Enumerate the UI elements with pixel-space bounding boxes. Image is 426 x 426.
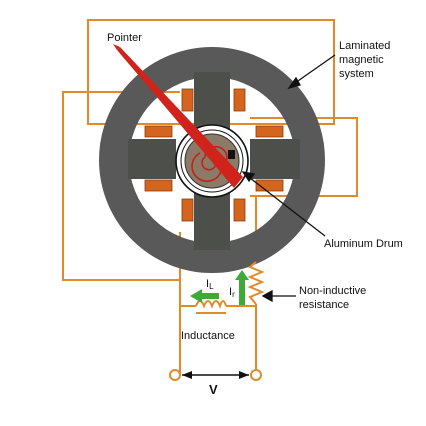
inductance-label: Inductance: [181, 330, 235, 342]
magnetic-ring: [99, 47, 325, 273]
aluminum-drum-label: Aluminum Drum: [324, 238, 403, 250]
leader-lines: [241, 54, 336, 303]
laminated-label-line1: Laminated: [339, 40, 390, 52]
current-r-label: Ir: [229, 286, 235, 299]
pole-coils: [144, 88, 284, 222]
current-arrow-r: [235, 270, 249, 305]
non-inductive-label-line2: resistance: [299, 299, 349, 311]
magnet-poles: [128, 72, 300, 250]
non-inductive-label-line1: Non-inductive: [299, 285, 366, 297]
laminated-label-line3: system: [339, 68, 374, 80]
pole-bottom: [194, 190, 230, 250]
left-circuit-wire: [62, 91, 180, 281]
laminated-label-line2: magnetic: [339, 54, 384, 66]
pointer-label: Pointer: [107, 32, 142, 44]
pole-left: [128, 139, 176, 179]
current-l-label: IL: [206, 278, 214, 291]
pole-right: [250, 139, 300, 179]
pointer-needle: [117, 47, 243, 188]
non-inductive-resistor: [247, 261, 265, 305]
terminal-right: [250, 369, 262, 381]
pole-top: [194, 72, 230, 132]
current-arrow-l: [190, 289, 219, 303]
terminal-left: [169, 369, 181, 381]
voltage-label: V: [209, 382, 218, 397]
